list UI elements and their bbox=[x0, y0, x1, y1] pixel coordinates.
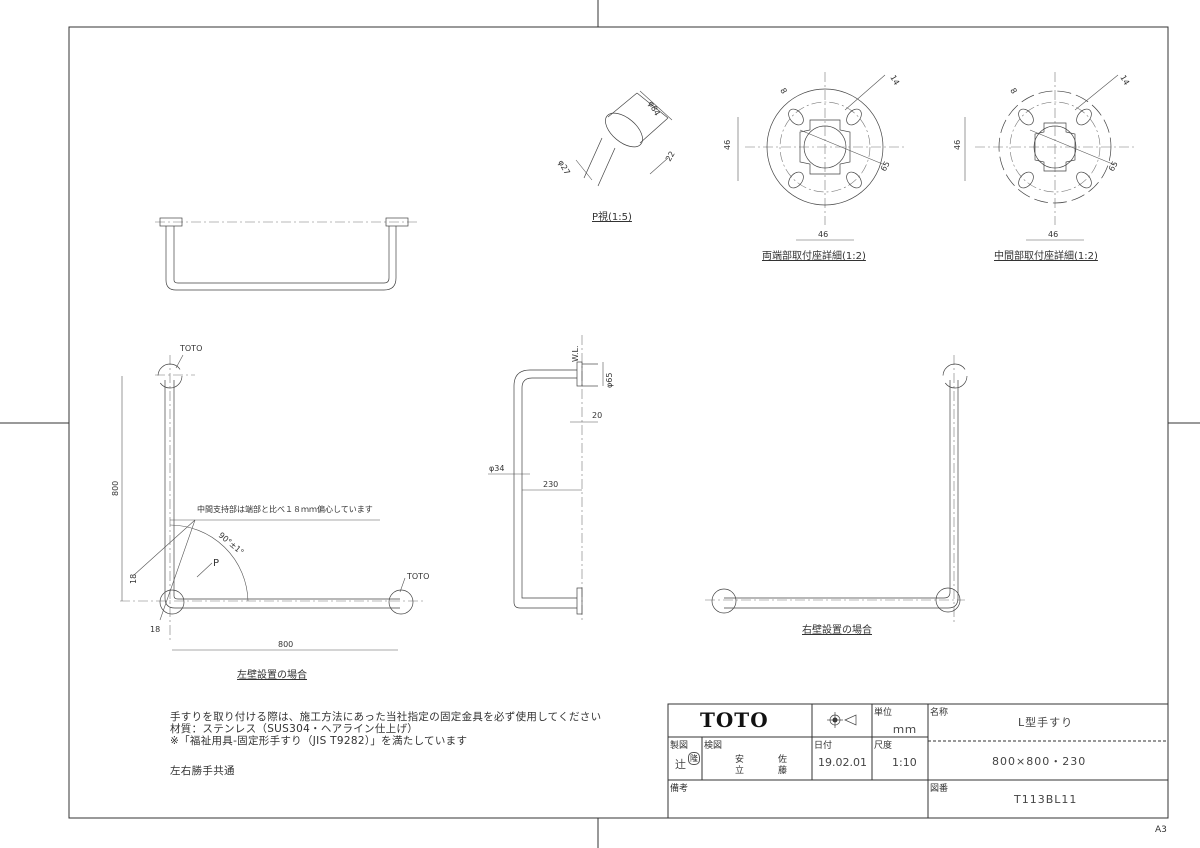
top-view bbox=[155, 217, 420, 291]
note-line: 材質：ステンレス（SUS304・ヘアライン仕上げ） bbox=[170, 723, 419, 735]
dim-flange-dia: φ65 bbox=[605, 373, 614, 388]
dim-projection: 230 bbox=[543, 480, 558, 489]
middle-mount-dim: 46 bbox=[1048, 230, 1058, 239]
end-mount-dim: 8 bbox=[778, 87, 788, 96]
end-mount-detail: 46 46 8 14 65 両端部取付座詳細(1:2) bbox=[723, 72, 905, 262]
dim-vertical: 800 bbox=[111, 481, 120, 496]
name-label: 名称 bbox=[930, 708, 949, 718]
middle-mount-dim: 46 bbox=[953, 140, 962, 150]
offset-annotation: 中間支持部は端部と比べ１８ｍｍ偏心しています bbox=[197, 504, 373, 514]
drawing-frame bbox=[68, 26, 1169, 819]
middle-mount-label: 中間部取付座詳細(1:2) bbox=[994, 249, 1098, 262]
end-mount-dim: 14 bbox=[888, 74, 901, 87]
remarks-label: 備考 bbox=[670, 784, 689, 794]
brand-mark: TOTO bbox=[406, 572, 429, 581]
dim-horizontal: 800 bbox=[278, 640, 293, 649]
brand-mark: TOTO bbox=[179, 344, 202, 353]
dim-flange-thk: 20 bbox=[592, 411, 602, 420]
note-line: 左右勝手共通 bbox=[170, 765, 235, 777]
dim-offset-h: 18 bbox=[150, 625, 160, 634]
end-mount-dim: 46 bbox=[818, 230, 828, 239]
p-marker: P bbox=[213, 558, 219, 569]
end-mount-dim: 65 bbox=[879, 160, 892, 173]
product-size: 800×800・230 bbox=[992, 755, 1087, 768]
drawing-number: T113BL11 bbox=[1014, 793, 1078, 806]
checker: 立 bbox=[735, 766, 745, 776]
drawn-stamp: 隆 bbox=[688, 752, 700, 765]
left-wall-label: 左壁設置の場合 bbox=[237, 668, 307, 681]
end-mount-dim: 46 bbox=[723, 140, 732, 150]
checker: 藤 bbox=[778, 766, 788, 776]
dim-pipe-dia: φ34 bbox=[489, 464, 504, 473]
title-block-grid bbox=[667, 703, 1169, 819]
side-view: W.L. φ65 20 φ34 230 bbox=[488, 335, 614, 620]
right-wall-label: 右壁設置の場合 bbox=[802, 623, 872, 636]
drawn-label: 製図 bbox=[670, 741, 689, 751]
date-label: 日付 bbox=[814, 741, 833, 751]
middle-mount-dim: 65 bbox=[1107, 160, 1120, 173]
projection-symbol-icon bbox=[827, 712, 857, 728]
checked-label: 検図 bbox=[704, 741, 723, 751]
middle-mount-dim: 14 bbox=[1118, 74, 1131, 87]
right-wall-view: 右壁設置の場合 bbox=[705, 355, 968, 636]
left-wall-view: TOTO TOTO 800 800 18 18 90°±1° P 中間支持部は端… bbox=[111, 344, 429, 681]
p-view: φ84 φ27 22 P視(1:5) bbox=[556, 90, 677, 223]
checker: 安 bbox=[735, 755, 745, 765]
checker: 佐 bbox=[778, 755, 788, 765]
middle-mount-dim: 8 bbox=[1008, 87, 1018, 96]
scale-label: 尺度 bbox=[874, 741, 893, 751]
unit-label: 単位 bbox=[874, 708, 893, 718]
note-line: ※「福祉用具-固定形手すり（JIS T9282）」を満たしています bbox=[170, 735, 468, 747]
drawn-by: 辻 bbox=[675, 758, 686, 771]
wl-label: W.L. bbox=[571, 345, 580, 362]
dim-offset-v: 18 bbox=[129, 574, 138, 584]
p-view-dim: 22 bbox=[664, 150, 677, 163]
toto-logo: TOTO bbox=[700, 708, 769, 732]
date-value: 19.02.01 bbox=[818, 756, 867, 769]
unit-value: ｍｍ bbox=[893, 723, 917, 736]
p-view-dim: φ84 bbox=[646, 100, 662, 118]
p-view-dim: φ27 bbox=[556, 159, 572, 177]
p-view-label: P視(1:5) bbox=[592, 210, 632, 223]
scale-value: 1:10 bbox=[892, 756, 917, 769]
note-line: 手すりを取り付ける際は、施工方法にあった当社指定の固定金具を必ず使用してください bbox=[170, 711, 602, 723]
drawing-no-label: 図番 bbox=[930, 784, 949, 794]
sheet-size: A3 bbox=[1155, 825, 1167, 835]
middle-mount-detail: 46 46 8 14 65 中間部取付座詳細(1:2) bbox=[953, 72, 1135, 262]
end-mount-label: 両端部取付座詳細(1:2) bbox=[762, 249, 866, 262]
product-name: L型手すり bbox=[1018, 716, 1074, 729]
